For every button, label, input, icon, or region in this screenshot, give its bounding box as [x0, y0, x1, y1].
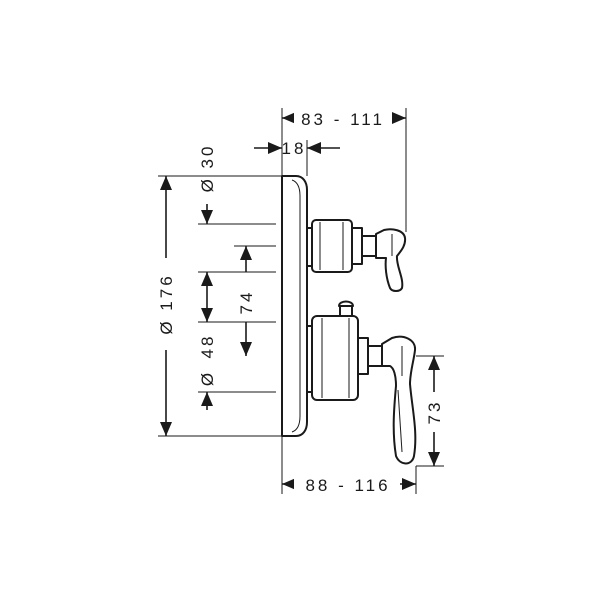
dimension-lower-diameter: 48 Ø	[198, 292, 276, 410]
dimension-plate-diameter: Ø 176	[154, 175, 282, 437]
dim-handle-drop-label: 73	[425, 400, 444, 425]
wall-plate	[281, 175, 308, 437]
dim-center-spacing-label: 74	[237, 290, 256, 315]
dim-plate-diameter-label: Ø 176	[157, 273, 176, 334]
dimension-upper-diameter: Ø 30	[198, 144, 276, 292]
dim-bottom-depth-label: 88 - 116	[305, 476, 390, 495]
dim-upper-diameter-label: Ø 30	[198, 144, 217, 193]
dimension-handle-drop: 73	[416, 355, 446, 467]
upper-handle	[375, 228, 407, 292]
dim-lower-diameter-symbol: Ø	[198, 370, 217, 386]
upper-valve-body	[306, 219, 377, 273]
dimension-center-spacing: 74	[234, 245, 276, 356]
lower-lever-handle	[381, 335, 417, 465]
lower-valve-body	[306, 300, 383, 401]
dim-lower-diameter-label-a: 48	[198, 334, 217, 359]
dimension-plate-offset: 18	[254, 139, 340, 176]
dim-top-depth-label: 83 - 111	[301, 110, 385, 129]
dimension-top-depth: 83 - 111	[281, 106, 407, 232]
dim-plate-offset-label: 18	[282, 139, 307, 158]
dimension-bottom-depth: 88 - 116	[281, 436, 417, 495]
